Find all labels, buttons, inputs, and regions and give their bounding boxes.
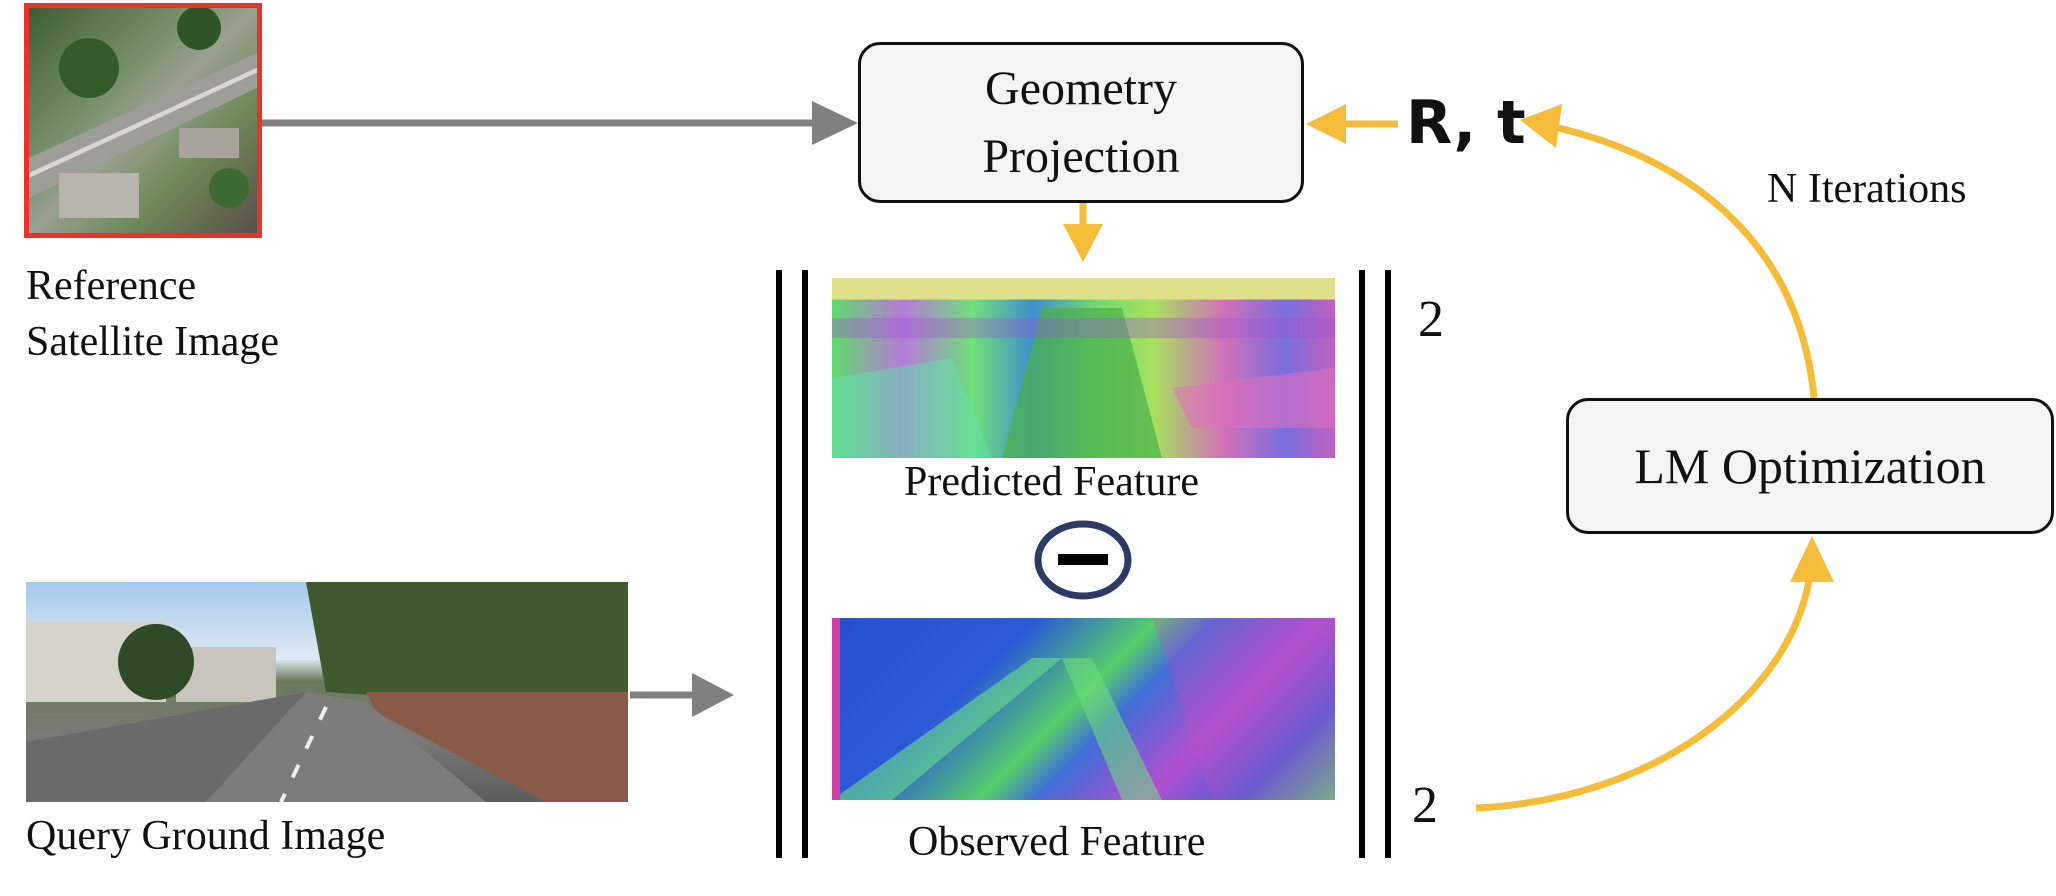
minus-operator-icon bbox=[1034, 520, 1132, 600]
lm-optimization-label: LM Optimization bbox=[1634, 438, 1986, 494]
arrow-projection-to-feature bbox=[1063, 203, 1103, 262]
arrow-lm-to-pose bbox=[1520, 104, 1818, 399]
ground-image bbox=[26, 582, 628, 802]
reference-label-line2: Satellite Image bbox=[26, 319, 280, 365]
geometry-projection-line1: Geometry bbox=[985, 61, 1177, 115]
predicted-feature-label: Predicted Feature bbox=[904, 459, 1200, 505]
arrow-ground-to-norm bbox=[630, 673, 734, 717]
norm-exponent-top: 2 bbox=[1418, 291, 1444, 348]
norm-exponent-bottom: 2 bbox=[1412, 777, 1438, 834]
ground-scene-graphic bbox=[26, 582, 628, 802]
lm-optimization-box: LM Optimization bbox=[1566, 398, 2054, 534]
norm-bars-right bbox=[1359, 270, 1391, 858]
arrow-residual-to-lm bbox=[1475, 536, 1834, 812]
reference-label-line1: Reference bbox=[26, 263, 197, 309]
iterations-label: N Iterations bbox=[1767, 166, 1967, 212]
satellite-image bbox=[24, 3, 262, 238]
geometry-projection-box: Geometry Projection bbox=[858, 42, 1304, 203]
satellite-road-graphic bbox=[29, 8, 257, 218]
observed-feature-texture bbox=[832, 618, 1335, 800]
predicted-feature-texture bbox=[832, 308, 1335, 458]
observed-feature-label: Observed Feature bbox=[908, 819, 1206, 865]
predicted-feature-map bbox=[832, 278, 1335, 458]
arrow-pose-to-projection bbox=[1306, 104, 1398, 144]
geometry-projection-line2: Projection bbox=[982, 129, 1180, 183]
query-label: Query Ground Image bbox=[26, 813, 386, 859]
pose-label: R, t bbox=[1406, 88, 1526, 158]
arrow-satellite-to-projection bbox=[262, 101, 858, 145]
observed-feature-map bbox=[832, 618, 1335, 800]
norm-bars-left bbox=[776, 270, 808, 858]
